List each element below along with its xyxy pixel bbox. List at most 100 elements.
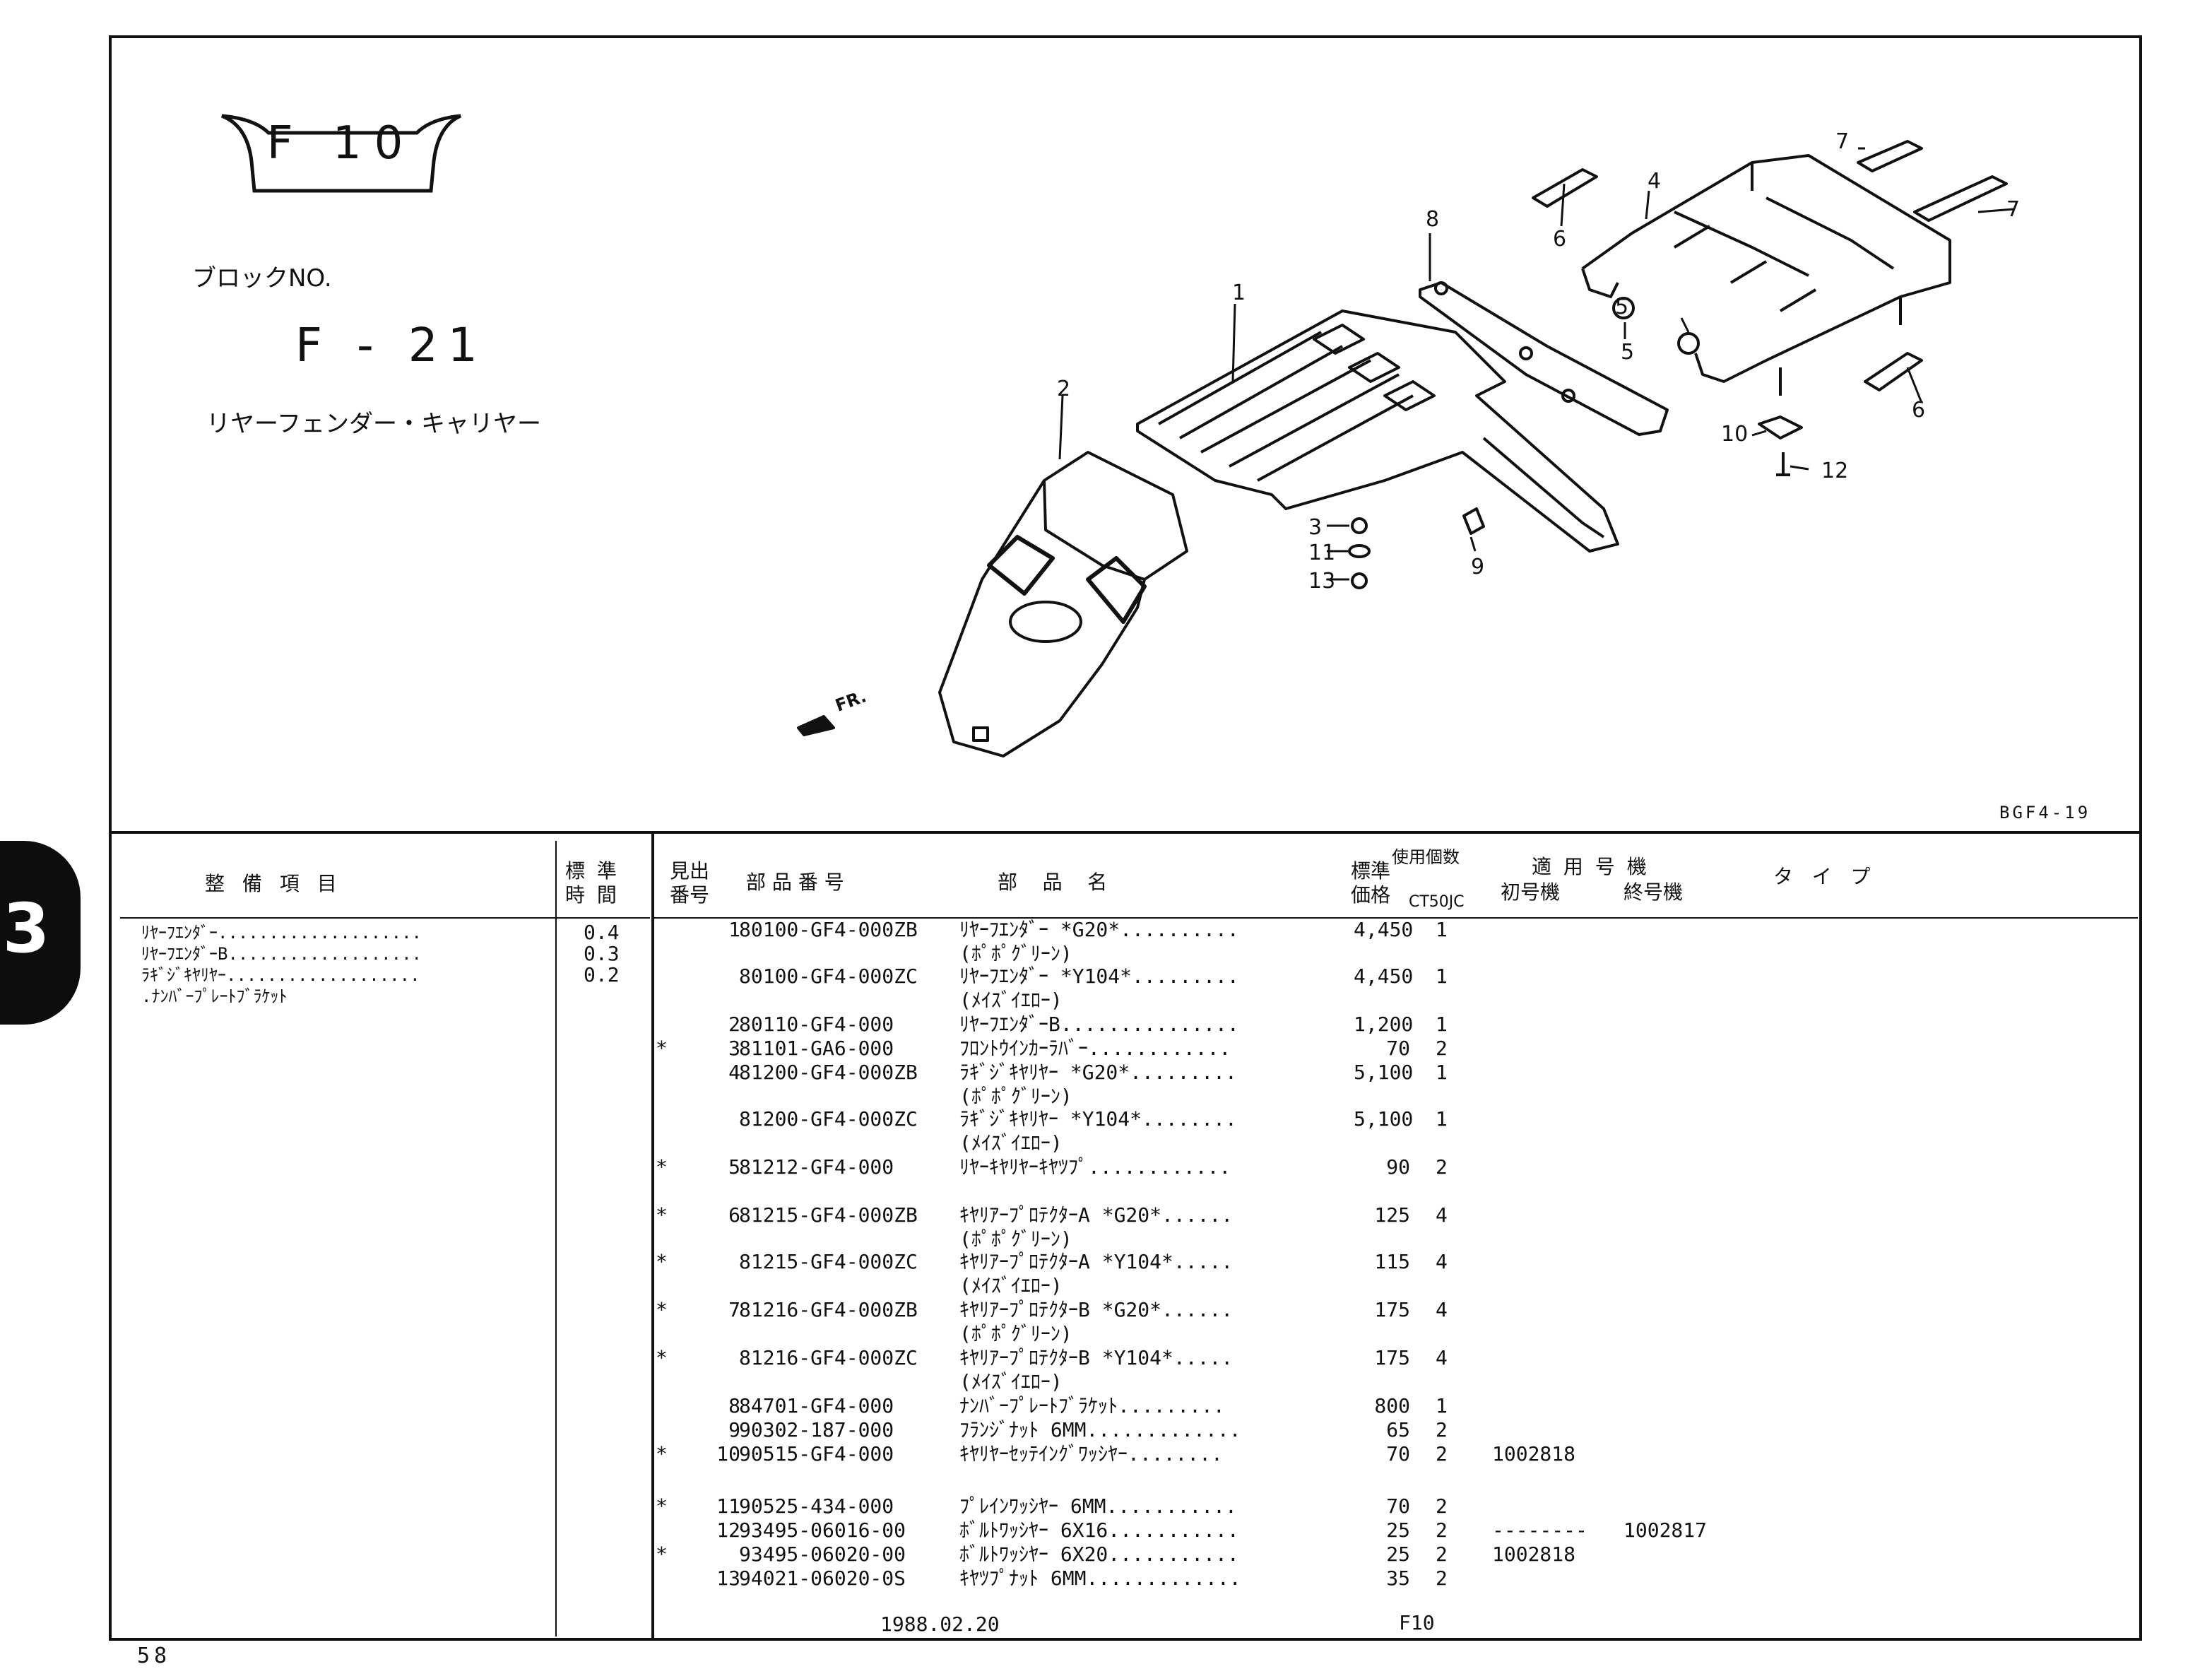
part-name: ﾌﾟﾚｲﾝﾜｯｼﾔｰ 6MM........... bbox=[959, 1494, 1237, 1518]
part-price: 5,100 bbox=[1354, 1061, 1414, 1084]
part-number: 90515-GF4-000 bbox=[739, 1442, 894, 1465]
ref-number: 3 bbox=[728, 1037, 740, 1060]
ref-number: 10 bbox=[716, 1442, 740, 1465]
luggage-carrier-part bbox=[1581, 154, 1951, 396]
row-mark: * bbox=[656, 1442, 668, 1465]
part-number: 81212-GF4-000 bbox=[739, 1155, 894, 1179]
part-name: ｷﾔﾘｱｰﾌﾟﾛﾃｸﾀｰB *G20*...... bbox=[959, 1298, 1234, 1321]
last-serial: 1002817 bbox=[1623, 1518, 1708, 1542]
part-number: 94021-06020-0S bbox=[739, 1567, 906, 1590]
row-mark: * bbox=[656, 1494, 668, 1518]
part-color-note: (ﾎﾟﾎﾟｸﾞﾘｰﾝ) bbox=[959, 1322, 1072, 1345]
footer-date: 1988.02.20 bbox=[880, 1612, 1000, 1636]
part-name: ﾎﾞﾙﾄﾜｯｼﾔｰ 6X20........... bbox=[959, 1543, 1239, 1566]
carrier-protector-b-part bbox=[1857, 140, 1923, 172]
ref-number: 7 bbox=[728, 1298, 740, 1321]
part-color-note: (ﾒｲｽﾞｲｴﾛｰ) bbox=[959, 1131, 1063, 1155]
labor-time: 0.2 bbox=[584, 963, 620, 986]
part-name: ﾌﾗﾝｼﾞﾅｯﾄ 6MM............. bbox=[959, 1418, 1241, 1441]
model-header: CT50JC bbox=[1409, 893, 1465, 911]
callout-leaders bbox=[1058, 147, 2014, 581]
price-header: 標準 価格 bbox=[1351, 859, 1391, 907]
part-number: 81215-GF4-000ZC bbox=[739, 1250, 918, 1273]
part-name: ﾘﾔｰｷﾔﾘﾔｰｷﾔﾂﾌﾟ............ bbox=[959, 1155, 1231, 1179]
table-header-divider bbox=[654, 917, 2138, 919]
part-quantity: 1 bbox=[1436, 918, 1448, 941]
first-serial: 1002818 bbox=[1492, 1442, 1576, 1465]
drawing-code: BGF4-19 bbox=[1999, 803, 2091, 822]
part-price: 800 bbox=[1374, 1394, 1410, 1417]
row-mark: * bbox=[656, 1037, 668, 1060]
row-mark: * bbox=[656, 1250, 668, 1273]
part-price: 175 bbox=[1374, 1346, 1410, 1369]
callout-number: 6 bbox=[1553, 227, 1566, 252]
block-title: リヤーフェンダー・キャリヤー bbox=[206, 410, 541, 438]
row-mark: * bbox=[656, 1346, 668, 1369]
last-serial-header: 終号機 bbox=[1623, 880, 1684, 904]
part-name: ﾅﾝﾊﾞｰﾌﾟﾚｰﾄﾌﾞﾗｹｯﾄ......... bbox=[959, 1394, 1225, 1417]
part-price: 175 bbox=[1374, 1298, 1410, 1321]
small-hardware-parts bbox=[1348, 297, 1803, 589]
part-number: 93495-06016-00 bbox=[739, 1518, 906, 1542]
part-quantity: 1 bbox=[1436, 965, 1448, 988]
callout-number: 6 bbox=[1912, 398, 1925, 423]
ref-number: 5 bbox=[728, 1155, 740, 1179]
time-column-divider bbox=[555, 841, 557, 1636]
part-number: 81216-GF4-000ZC bbox=[739, 1346, 918, 1369]
part-number: 84701-GF4-000 bbox=[739, 1394, 894, 1417]
part-price: 1,200 bbox=[1354, 1013, 1414, 1036]
ref-no-header: 見出 番号 bbox=[670, 859, 710, 907]
ref-number: 13 bbox=[716, 1567, 740, 1590]
callout-number: 8 bbox=[1426, 207, 1439, 232]
labor-item: ﾘﾔｰﾌｴﾝﾀﾞｰB................... bbox=[141, 944, 422, 964]
part-number: 93495-06020-00 bbox=[739, 1543, 906, 1566]
part-number: 80100-GF4-000ZB bbox=[739, 918, 918, 941]
part-name: ﾎﾞﾙﾄﾜｯｼﾔｰ 6X16........... bbox=[959, 1518, 1239, 1542]
part-price: 70 bbox=[1386, 1494, 1410, 1518]
part-name: ﾗｷﾞｼﾞｷﾔﾘﾔｰ *Y104*........ bbox=[959, 1107, 1237, 1131]
labor-item: ﾗｷﾞｼﾞｷﾔﾘﾔｰ................... bbox=[141, 965, 420, 985]
part-price: 125 bbox=[1374, 1203, 1410, 1227]
quantity-header: 使用個数 bbox=[1392, 847, 1460, 867]
row-mark: * bbox=[656, 1155, 668, 1179]
part-quantity: 2 bbox=[1436, 1037, 1448, 1060]
part-number: 90525-434-000 bbox=[739, 1494, 894, 1518]
page-frame bbox=[109, 35, 2142, 1641]
callout-number: 10 bbox=[1721, 422, 1748, 447]
part-price: 4,450 bbox=[1354, 918, 1414, 941]
labor-time: 0.4 bbox=[584, 921, 620, 944]
callout-number: 3 bbox=[1308, 515, 1322, 540]
labor-time: 0.3 bbox=[584, 942, 620, 965]
part-quantity: 1 bbox=[1436, 1394, 1448, 1417]
callout-number: 11 bbox=[1308, 541, 1335, 565]
part-name: ｷﾔﾂﾌﾟﾅｯﾄ 6MM............. bbox=[959, 1567, 1241, 1590]
part-name-header: 部 品 名 bbox=[998, 871, 1108, 894]
rear-fender-b-part bbox=[938, 451, 1188, 757]
carrier-protector-a-part bbox=[1864, 352, 1923, 391]
part-name: ｷﾔﾘﾔｰｾｯﾃｲﾝｸﾞﾜｯｼﾔｰ........ bbox=[959, 1442, 1223, 1465]
block-label: ブロックNO. bbox=[192, 264, 332, 293]
part-quantity: 2 bbox=[1436, 1494, 1448, 1518]
part-name: ｷﾔﾘｱｰﾌﾟﾛﾃｸﾀｰA *G20*...... bbox=[959, 1203, 1234, 1227]
part-price: 65 bbox=[1386, 1418, 1410, 1441]
type-header: タ イ プ bbox=[1773, 865, 1871, 888]
part-color-note: (ﾎﾟﾎﾟｸﾞﾘｰﾝ) bbox=[959, 1227, 1072, 1251]
part-quantity: 2 bbox=[1436, 1418, 1448, 1441]
row-mark: * bbox=[656, 1543, 668, 1566]
part-price: 70 bbox=[1386, 1442, 1410, 1465]
part-number: 81215-GF4-000ZB bbox=[739, 1203, 918, 1227]
part-number: 81101-GA6-000 bbox=[739, 1037, 894, 1060]
labor-item: .ﾅﾝﾊﾞｰﾌﾟﾚｰﾄﾌﾞﾗｹｯﾄ bbox=[141, 986, 288, 1006]
badge-frame-icon bbox=[221, 114, 462, 193]
part-name: ﾘﾔｰﾌｴﾝﾀﾞｰB............... bbox=[959, 1013, 1239, 1036]
ref-number: 2 bbox=[728, 1013, 740, 1036]
part-no-header: 部 品 番 号 bbox=[746, 871, 844, 894]
ref-number: 4 bbox=[728, 1061, 740, 1084]
section-badge: F 10 bbox=[219, 112, 463, 196]
labor-time-header: 標 準 時 間 bbox=[565, 859, 620, 907]
rear-fender-part bbox=[1136, 309, 1619, 553]
part-name: ｷﾔﾘｱｰﾌﾟﾛﾃｸﾀｰA *Y104*..... bbox=[959, 1250, 1234, 1273]
part-price: 90 bbox=[1386, 1155, 1410, 1179]
part-quantity: 1 bbox=[1436, 1013, 1448, 1036]
